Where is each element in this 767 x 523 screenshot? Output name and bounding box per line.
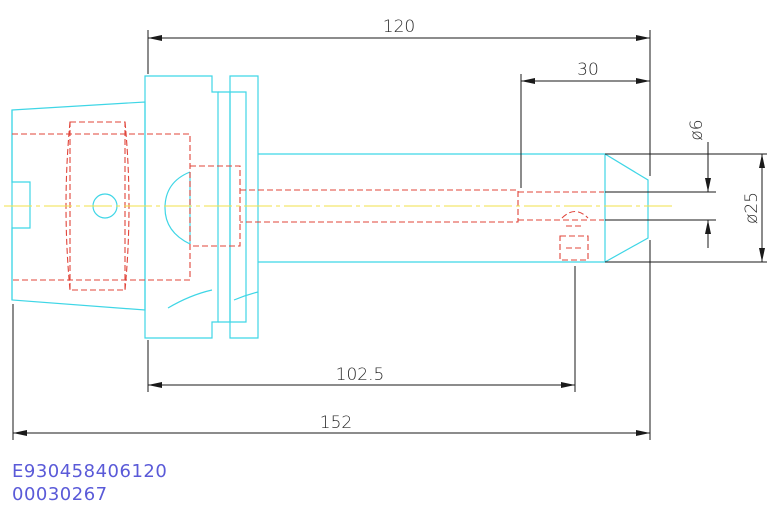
dim-shank-diameter: ø25: [605, 153, 767, 263]
dim-total-length: 152: [12, 240, 651, 440]
dim-label-shank-diameter: ø25: [742, 192, 762, 224]
dim-label-bore-diameter: ø6: [687, 119, 707, 140]
dim-overall-length: 120: [147, 17, 651, 176]
dim-bore-diameter: ø6: [605, 119, 716, 248]
dim-label-mid-length: 102.5: [336, 365, 385, 385]
dim-bore-depth: 30: [520, 60, 650, 188]
order-number: 00030267: [12, 484, 108, 505]
dim-mid-length: 102.5: [147, 266, 576, 392]
dim-label-bore-depth: 30: [577, 60, 599, 80]
dim-label-total-length: 152: [320, 413, 352, 433]
holder-outline: [11, 75, 649, 339]
dim-label-overall-length: 120: [383, 17, 415, 37]
part-number: E930458406120: [12, 461, 168, 482]
